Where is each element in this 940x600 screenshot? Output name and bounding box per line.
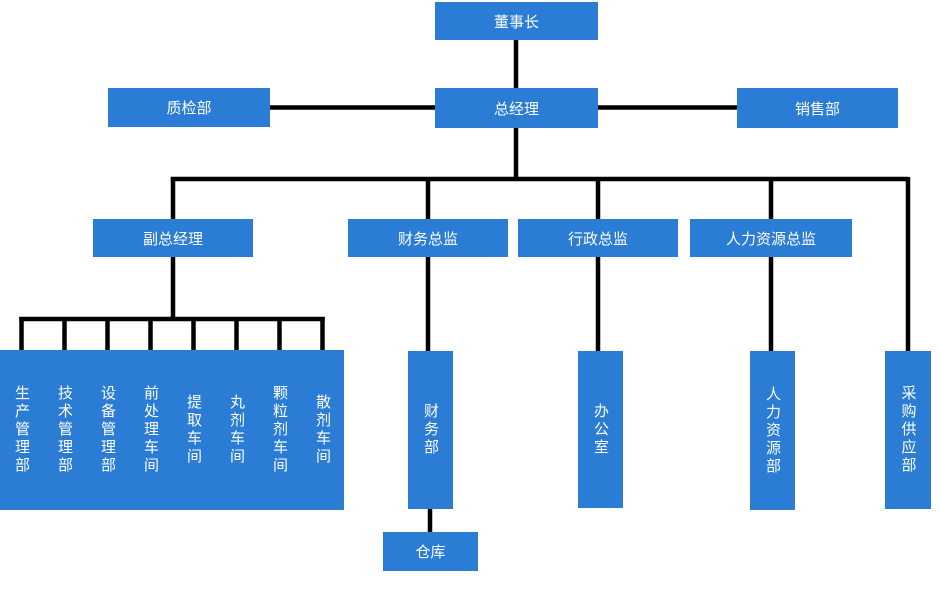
node-powder-workshop-label: 散剂车间 [314,394,331,466]
node-equipment-mgmt-dept[interactable]: 设备管理部 [86,350,129,510]
node-pretreatment-workshop[interactable]: 前处理车间 [129,350,172,510]
node-sales-dept[interactable]: 销售部 [737,88,898,128]
node-hr-dept[interactable]: 人力资源部 [750,351,795,510]
node-finance-director-label: 财务总监 [397,230,458,248]
node-finance-dept[interactable]: 财务部 [408,351,453,509]
node-quality-dept[interactable]: 质检部 [108,88,270,127]
node-pill-workshop[interactable]: 丸剂车间 [215,350,258,510]
node-purchasing-dept-label: 采购供应部 [899,385,917,475]
node-powder-workshop[interactable]: 散剂车间 [301,350,344,510]
node-quality-dept-label: 质检部 [166,100,212,117]
connector-bus-drops-level2 [170,177,774,221]
node-admin-director[interactable]: 行政总监 [518,219,678,257]
node-deputy-gm[interactable]: 副总经理 [93,219,253,257]
production-units-block: 生产管理部 技术管理部 设备管理部 前处理车间 提取车间 丸剂车间 颗粒剂车间 … [0,350,344,510]
node-admin-director-label: 行政总监 [567,230,628,248]
node-general-manager-label: 总经理 [493,100,539,118]
node-granule-workshop[interactable]: 颗粒剂车间 [258,350,301,510]
node-general-manager[interactable]: 总经理 [435,88,598,128]
connector-production-drops [19,317,325,352]
node-hr-director[interactable]: 人力资源总监 [690,219,852,257]
node-extraction-workshop[interactable]: 提取车间 [172,350,215,510]
node-office-label: 办公室 [592,402,609,457]
node-production-mgmt-dept[interactable]: 生产管理部 [0,350,43,510]
node-technology-mgmt-label: 技术管理部 [56,385,73,475]
node-extraction-workshop-label: 提取车间 [185,394,202,466]
node-finance-dept-label: 财务部 [422,403,439,457]
node-warehouse[interactable]: 仓库 [383,532,478,571]
node-pill-workshop-label: 丸剂车间 [228,394,245,466]
node-hr-director-label: 人力资源总监 [725,230,816,248]
node-office[interactable]: 办公室 [578,351,623,508]
node-chairman-label: 董事长 [493,13,539,31]
node-chairman[interactable]: 董事长 [435,2,598,40]
node-equipment-mgmt-label: 设备管理部 [99,385,116,475]
node-production-mgmt-label: 生产管理部 [13,385,30,475]
node-warehouse-label: 仓库 [415,544,446,561]
node-granule-workshop-label: 颗粒剂车间 [271,385,288,475]
node-sales-dept-label: 销售部 [794,100,840,118]
node-deputy-gm-label: 副总经理 [142,230,203,248]
node-hr-dept-label: 人力资源部 [764,385,781,476]
node-purchasing-dept[interactable]: 采购供应部 [885,351,931,509]
node-pretreatment-workshop-label: 前处理车间 [142,385,159,475]
node-technology-mgmt-dept[interactable]: 技术管理部 [43,350,86,510]
node-finance-director[interactable]: 财务总监 [348,219,508,257]
